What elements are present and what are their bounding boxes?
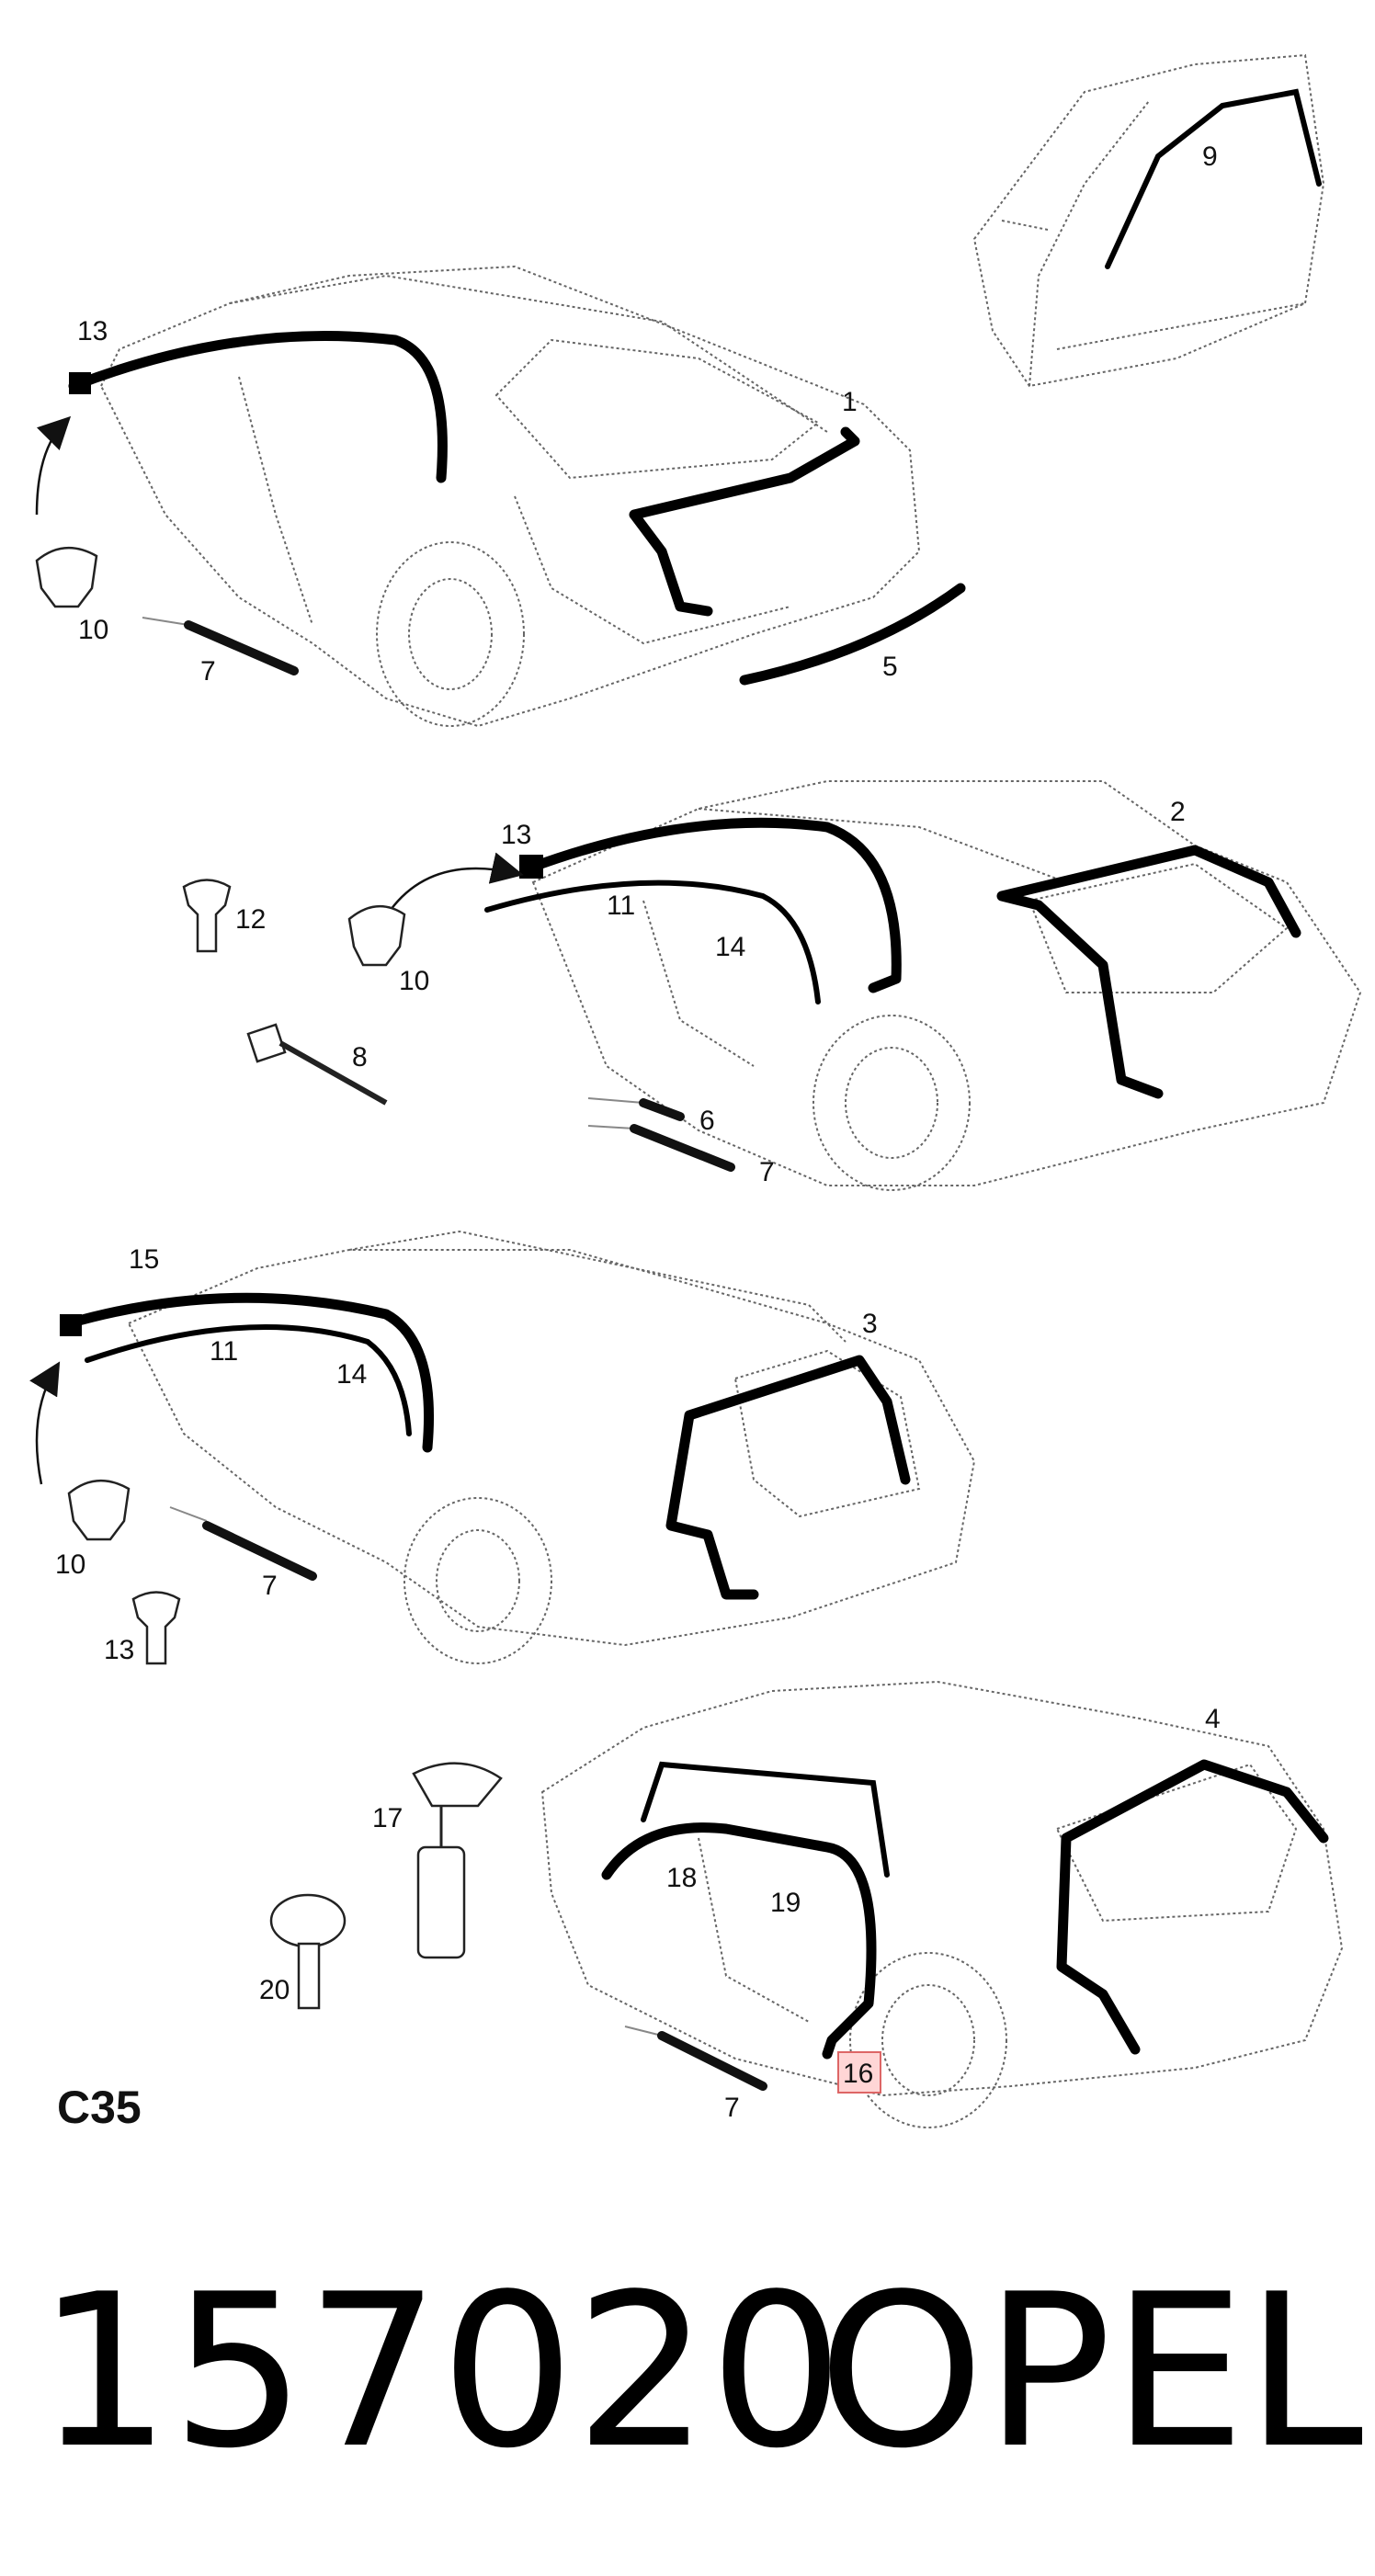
callout-7-d: 7	[724, 2093, 740, 2123]
rivet-8	[246, 1023, 388, 1106]
callout-19: 19	[770, 1888, 801, 1918]
callout-14-b: 14	[715, 932, 745, 962]
callout-13-b: 13	[501, 820, 531, 850]
seal-9	[1105, 88, 1322, 269]
callout-16-highlight	[837, 2051, 881, 2094]
car-estate	[29, 1230, 976, 1665]
callout-10-c: 10	[55, 1549, 85, 1580]
callout-10-b: 10	[399, 966, 429, 996]
seal-13-roof-b	[523, 817, 902, 993]
callout-14-c: 14	[336, 1359, 367, 1390]
callout-9: 9	[1202, 142, 1218, 172]
callout-11-c: 11	[210, 1336, 238, 1367]
seal-18-19	[601, 1822, 877, 2060]
callout-16: 16	[843, 2059, 873, 2089]
clip-10-c	[67, 1479, 131, 1541]
clip-10-b	[347, 904, 406, 967]
clip-20	[269, 1893, 347, 2010]
seal-4-tailgate	[1056, 1759, 1329, 2055]
callout-15: 15	[129, 1244, 159, 1275]
seal-1-tailgate	[629, 426, 860, 617]
door-frame-detail	[972, 53, 1325, 388]
callout-2: 2	[1170, 797, 1186, 827]
callout-17: 17	[372, 1803, 403, 1833]
callout-12: 12	[235, 904, 266, 935]
callout-7-c: 7	[262, 1571, 278, 1601]
clip-13-c	[131, 1591, 181, 1665]
car-hatchback-3door	[35, 265, 966, 728]
callout-5: 5	[882, 652, 898, 682]
callout-4: 4	[1205, 1704, 1221, 1734]
strip-6	[639, 1098, 685, 1121]
car-mpv	[269, 1680, 1344, 2128]
callout-11-b: 11	[607, 891, 635, 921]
strip-7-b	[630, 1124, 735, 1172]
callout-18: 18	[666, 1863, 697, 1893]
callout-13-c: 13	[104, 1635, 134, 1665]
callout-6: 6	[699, 1106, 715, 1136]
seal-upper-frame	[641, 1761, 890, 1878]
callout-7-b: 7	[759, 1157, 775, 1187]
callout-20: 20	[259, 1975, 290, 2005]
callout-3: 3	[862, 1309, 878, 1339]
strip-7-a	[184, 620, 299, 675]
seal-13-roof	[68, 331, 448, 483]
strip-7-d	[657, 2031, 767, 2091]
clip-12	[182, 879, 232, 953]
callout-labels: 1 2 3 4 5 6 7 7 7 7 8 9 10 10 10 11 11 1…	[55, 142, 1221, 2123]
clip-10-a	[35, 546, 98, 608]
callout-8: 8	[352, 1042, 368, 1072]
callout-1: 1	[842, 387, 858, 417]
seal-5-sill	[739, 583, 966, 686]
part-number: 157020	[37, 2250, 844, 2495]
callout-10-a: 10	[78, 615, 108, 645]
seal-2-tailgate	[996, 845, 1301, 1099]
callout-7-a: 7	[200, 656, 216, 687]
callout-13-a: 13	[77, 316, 108, 346]
seal-11-c	[85, 1324, 412, 1436]
sheet-code: C35	[57, 2082, 142, 2133]
seal-11-b	[484, 879, 821, 1004]
strip-7-c	[202, 1521, 317, 1581]
car-hatchback-5door	[182, 780, 1362, 1191]
brand-name: OPEL	[818, 2250, 1363, 2495]
clip-17	[412, 1762, 503, 1959]
seal-15-roof	[63, 1292, 435, 1453]
seal-3-tailgate	[665, 1355, 911, 1600]
